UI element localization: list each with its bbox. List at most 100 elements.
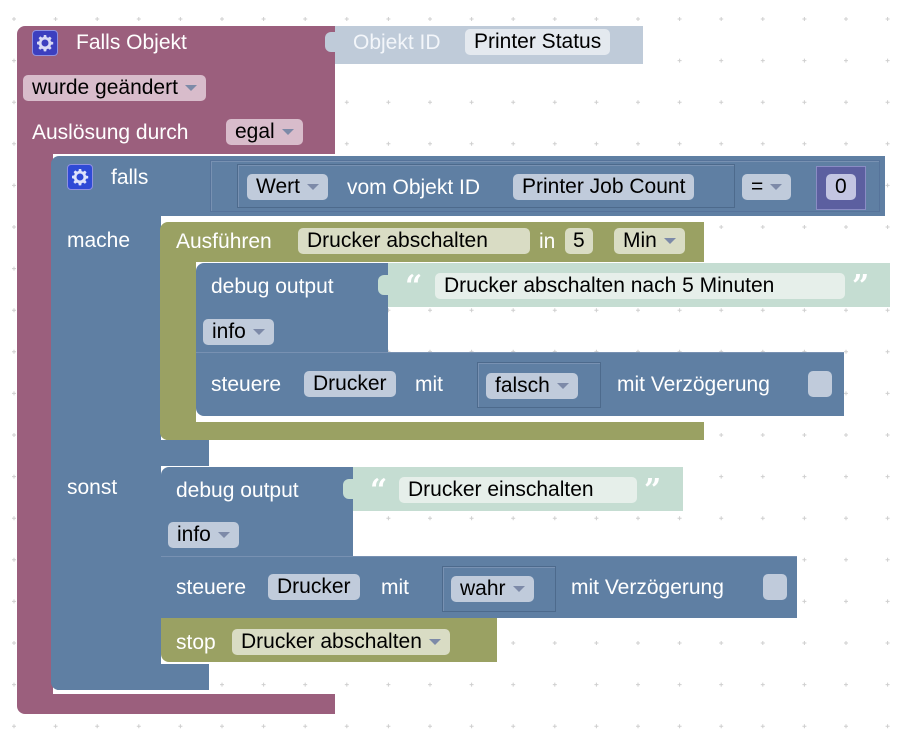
- stop-name-dropdown[interactable]: Drucker abschalten: [232, 629, 450, 655]
- grid-cross: [428, 308, 432, 313]
- boolean-dropdown[interactable]: wahr: [451, 576, 534, 602]
- operator-dropdown[interactable]: =: [742, 174, 792, 200]
- grid-cross: [802, 641, 807, 645]
- grid-cross: [12, 516, 16, 521]
- grid-cross: [12, 308, 16, 313]
- grid-cross: [12, 599, 16, 604]
- timeout-block-spine: [160, 258, 196, 440]
- debug-message-field[interactable]: Drucker einschalten: [399, 477, 637, 503]
- debug-level-dropdown[interactable]: info: [168, 522, 239, 548]
- grid-cross: [802, 599, 807, 604]
- number-field[interactable]: 0: [826, 174, 856, 200]
- grid-cross: [719, 433, 724, 437]
- grid-cross: [261, 17, 266, 21]
- grid-cross: [885, 682, 890, 687]
- gear-icon[interactable]: [32, 30, 58, 56]
- grid-cross: [386, 724, 391, 729]
- grid-cross: [802, 17, 807, 21]
- delay-label: mit Verzögerung: [571, 576, 724, 599]
- get-value-block[interactable]: [237, 164, 735, 208]
- grid-cross: [719, 308, 724, 313]
- grid-cross: [844, 474, 848, 479]
- grid-cross: [552, 516, 557, 521]
- grid-cross: [885, 391, 890, 396]
- delay-checkbox[interactable]: [808, 371, 832, 397]
- grid-cross: [428, 682, 432, 687]
- grid-cross: [802, 141, 807, 146]
- delay-checkbox[interactable]: [763, 574, 787, 600]
- grid-cross: [511, 641, 516, 645]
- grid-cross: [594, 141, 599, 146]
- grid-cross: [719, 141, 724, 146]
- close-quote-icon: ”: [852, 269, 870, 304]
- debug-message-field[interactable]: Drucker abschalten nach 5 Minuten: [435, 273, 845, 299]
- grid-cross: [844, 17, 848, 21]
- control-label: steuere: [176, 576, 247, 599]
- event-block-title: Falls Objekt: [76, 31, 187, 54]
- grid-cross: [885, 17, 890, 21]
- grid-cross: [844, 58, 848, 63]
- control-target-field[interactable]: Drucker: [268, 574, 360, 600]
- grid-cross: [719, 682, 724, 687]
- grid-cross: [344, 682, 349, 687]
- grid-cross: [719, 100, 724, 105]
- boolean-block[interactable]: [477, 362, 601, 408]
- compare-block[interactable]: [210, 160, 880, 212]
- unit-dropdown[interactable]: Min: [614, 228, 685, 254]
- grid-cross: [719, 225, 724, 229]
- control-target-field[interactable]: Drucker: [304, 371, 396, 397]
- grid-cross: [760, 641, 765, 645]
- debug-label: debug output: [176, 479, 299, 502]
- grid-cross: [469, 308, 474, 313]
- grid-cross: [802, 516, 807, 521]
- grid-cross: [719, 516, 724, 521]
- grid-cross: [844, 349, 848, 354]
- trigger-dropdown[interactable]: wurde geändert: [23, 75, 206, 101]
- of-object-label: vom Objekt ID: [347, 176, 481, 199]
- boolean-block[interactable]: [442, 566, 556, 612]
- grid-cross: [12, 141, 16, 146]
- grid-cross: [760, 225, 765, 229]
- grid-cross: [469, 682, 474, 687]
- timeout-name-field[interactable]: Drucker abschalten: [298, 228, 530, 254]
- grid-cross: [636, 724, 640, 729]
- gear-icon[interactable]: [67, 164, 93, 190]
- delay-field[interactable]: 5: [565, 228, 593, 254]
- grid-cross: [511, 141, 516, 146]
- timeout-block-footer: [160, 422, 704, 440]
- grid-cross: [469, 516, 474, 521]
- grid-cross: [552, 682, 557, 687]
- grid-cross: [594, 641, 599, 645]
- grid-cross: [885, 724, 890, 729]
- grid-cross: [12, 183, 16, 188]
- grid-cross: [802, 58, 807, 63]
- grid-cross: [220, 724, 224, 729]
- grid-cross: [12, 225, 16, 229]
- grid-cross: [677, 58, 682, 63]
- grid-cross: [802, 724, 807, 729]
- input-connector-notch: [378, 275, 390, 295]
- grid-cross: [511, 100, 516, 105]
- grid-cross: [885, 58, 890, 63]
- control-label: steuere: [211, 373, 282, 396]
- grid-cross: [719, 474, 724, 479]
- condition-object-id-field[interactable]: Printer Job Count: [513, 174, 695, 200]
- grid-cross: [428, 724, 432, 729]
- grid-cross: [12, 433, 16, 437]
- grid-cross: [386, 141, 391, 146]
- debug-level-dropdown[interactable]: info: [203, 319, 274, 345]
- with-label: mit: [415, 373, 443, 396]
- object-id-field[interactable]: Printer Status: [465, 29, 611, 55]
- grid-cross: [636, 516, 640, 521]
- grid-cross: [511, 724, 516, 729]
- grid-cross: [885, 225, 890, 229]
- grid-cross: [261, 724, 266, 729]
- grid-cross: [885, 308, 890, 313]
- property-dropdown[interactable]: Wert: [247, 174, 328, 200]
- grid-cross: [511, 682, 516, 687]
- boolean-dropdown[interactable]: falsch: [486, 373, 578, 399]
- grid-cross: [178, 17, 183, 21]
- triggered-by-dropdown[interactable]: egal: [226, 119, 303, 145]
- grid-cross: [844, 308, 848, 313]
- grid-cross: [844, 682, 848, 687]
